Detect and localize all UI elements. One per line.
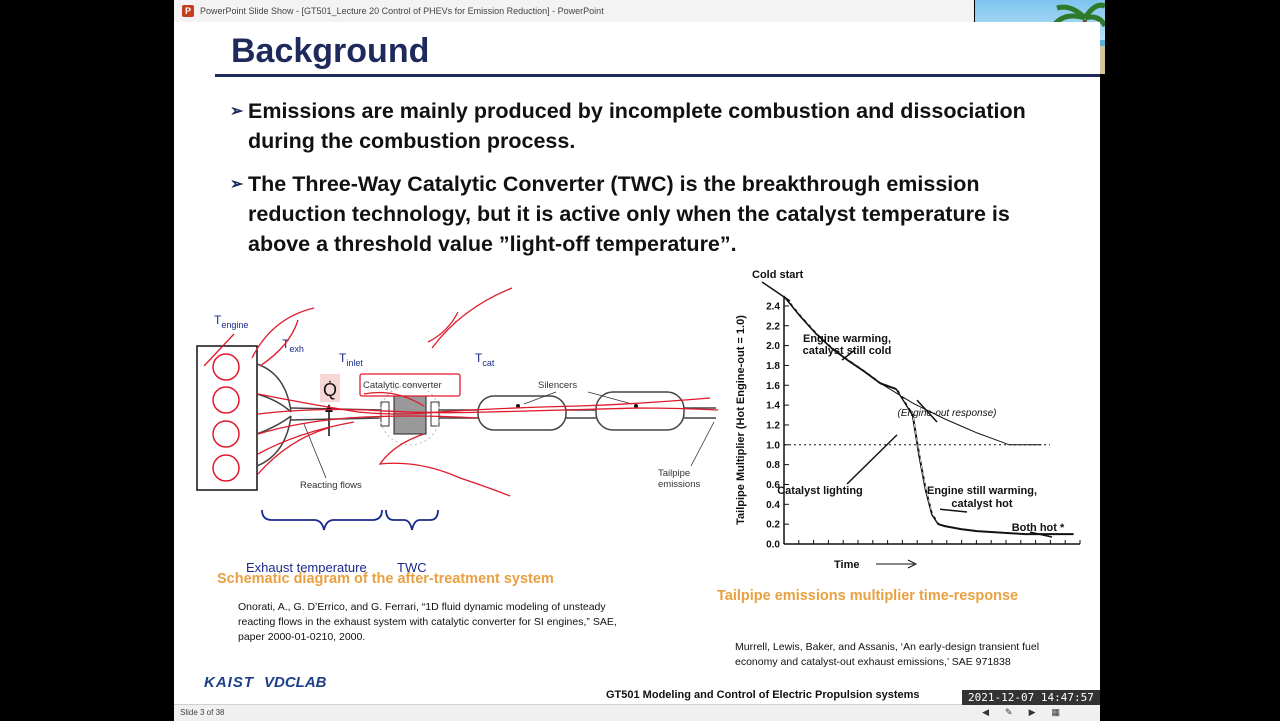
slide-counter: Slide 3 of 38 xyxy=(180,708,225,717)
twc-label: TWC xyxy=(397,560,427,574)
y-tick-label: 2.0 xyxy=(766,341,780,352)
bullet-2: ➢ The Three-Way Catalytic Converter (TWC… xyxy=(230,169,1048,259)
bullet-arrow-icon: ➢ xyxy=(230,103,244,120)
bullet-1: ➢ Emissions are mainly produced by incom… xyxy=(230,96,1048,156)
chart-annotation: Catalyst lighting xyxy=(777,485,863,497)
window-titlebar: P PowerPoint Slide Show - [GT501_Lecture… xyxy=(174,0,974,23)
diagram-caption: Schematic diagram of the after-treatment… xyxy=(217,571,554,587)
t-exh-label: Texh xyxy=(282,337,304,354)
red-ink-annotations xyxy=(203,287,719,497)
annotation-arrow xyxy=(846,434,898,485)
previous-slide-icon[interactable]: ◀ xyxy=(982,707,990,717)
course-footer: GT501 Modeling and Control of Electric P… xyxy=(606,689,920,701)
twc-brace xyxy=(385,509,439,531)
t-cat-label: Tcat xyxy=(475,351,495,368)
chart-annotation: catalyst hot xyxy=(951,498,1012,510)
grid-view-icon[interactable]: ▦ xyxy=(1051,707,1060,717)
y-tick-label: 2.2 xyxy=(766,321,780,332)
recording-timestamp: 2021-12-07 14:47:57 xyxy=(962,690,1100,705)
annotation-arrow xyxy=(761,281,791,302)
qdot-label: Q̇ xyxy=(323,380,337,400)
bullet-2-text: The Three-Way Catalytic Converter (TWC) … xyxy=(248,172,1010,256)
y-tick-label: 0.6 xyxy=(766,480,780,491)
tailpipe-multiplier-chart: 0.0 0.2 0.4 0.6 0.8 1.0 1.2 1.4 1.6 1.8 2.0 2.2 2.4T… xyxy=(735,269,1081,571)
catalytic-converter-body xyxy=(393,395,427,435)
series-line-dashed xyxy=(783,294,1074,533)
exhaust-brace xyxy=(261,509,383,531)
title-underline xyxy=(215,74,1100,77)
annotation-arrow xyxy=(1029,531,1053,538)
bullet-1-text: Emissions are mainly produced by incompl… xyxy=(248,99,1026,153)
chart-caption: Tailpipe emissions multiplier time-respo… xyxy=(717,588,1019,604)
chart-annotation: Both hot * xyxy=(1012,522,1065,534)
y-tick-label: 1.2 xyxy=(766,420,780,431)
next-slide-icon[interactable]: ▶ xyxy=(1028,707,1036,717)
slide-title: Background xyxy=(231,32,430,70)
reacting-flows-label: Reacting flows xyxy=(300,480,362,491)
silencer-1 xyxy=(477,395,567,431)
slideshow-nav: ◀ ✎ ▶ ▦ xyxy=(982,707,1060,718)
chart-annotation: Cold start xyxy=(752,269,804,281)
tailpipe-label: Tailpipe xyxy=(658,468,690,479)
kaist-logo: KAIST xyxy=(204,674,254,691)
tailpipe-emissions-label: emissions xyxy=(658,479,700,490)
y-tick-label: 0.8 xyxy=(766,460,780,471)
y-tick-label: 1.6 xyxy=(766,381,780,392)
chart-annotation: catalyst still cold xyxy=(803,345,892,357)
chart-annotation: Engine warming, xyxy=(803,333,891,345)
pen-icon[interactable]: ✎ xyxy=(1005,707,1013,717)
series-line-1 xyxy=(783,295,1042,446)
exhaust-temperature-label: Exhaust temperature xyxy=(246,560,367,574)
bullet-arrow-icon: ➢ xyxy=(230,176,244,193)
annotation-arrow xyxy=(841,349,855,361)
y-tick-label: 0.0 xyxy=(766,540,780,551)
annotation-arrow xyxy=(939,508,968,513)
chart-annotation: Engine still warming, xyxy=(927,485,1037,497)
y-tick-label: 1.8 xyxy=(766,361,780,372)
y-tick-label: 2.4 xyxy=(766,301,780,312)
powerpoint-icon: P xyxy=(182,5,194,17)
annotation-arrow xyxy=(916,399,938,423)
y-axis-label: Tailpipe Multiplier (Hot Engine-out = 1.… xyxy=(735,315,747,525)
slide-canvas: Background ➢ Emissions are mainly produc… xyxy=(174,22,1100,704)
diagram-reference: Onorati, A., G. D’Errico, and G. Ferrari… xyxy=(238,601,617,643)
y-tick-label: 1.4 xyxy=(766,401,780,412)
chart-annotation: (Engine-out response) xyxy=(898,408,997,419)
chart-reference: Murrell, Lewis, Baker, and Assanis, ‘An … xyxy=(735,641,1040,668)
aftertreatment-diagram: Tengine Texh Tinlet Tcat Q̇ Catalytic co… xyxy=(196,287,719,574)
vdc-lab-logo: VDCLAB xyxy=(264,674,327,691)
t-inlet-label: Tinlet xyxy=(339,351,363,368)
y-tick-label: 0.4 xyxy=(766,500,780,511)
time-arrow-head xyxy=(907,559,918,569)
footer-logos: KAIST VDCLAB xyxy=(204,674,327,691)
y-tick-label: 1.0 xyxy=(766,440,780,451)
slideshow-statusbar: Slide 3 of 38 ◀ ✎ ▶ ▦ xyxy=(174,704,1100,721)
x-axis-label: Time xyxy=(834,559,859,571)
engine-block xyxy=(196,345,258,491)
silencers-label: Silencers xyxy=(538,380,577,391)
y-tick-label: 0.2 xyxy=(766,520,780,531)
catalytic-converter-label: Catalytic converter xyxy=(363,380,442,391)
t-engine-label: Tengine xyxy=(214,313,248,330)
window-title: PowerPoint Slide Show - [GT501_Lecture 2… xyxy=(200,6,604,16)
